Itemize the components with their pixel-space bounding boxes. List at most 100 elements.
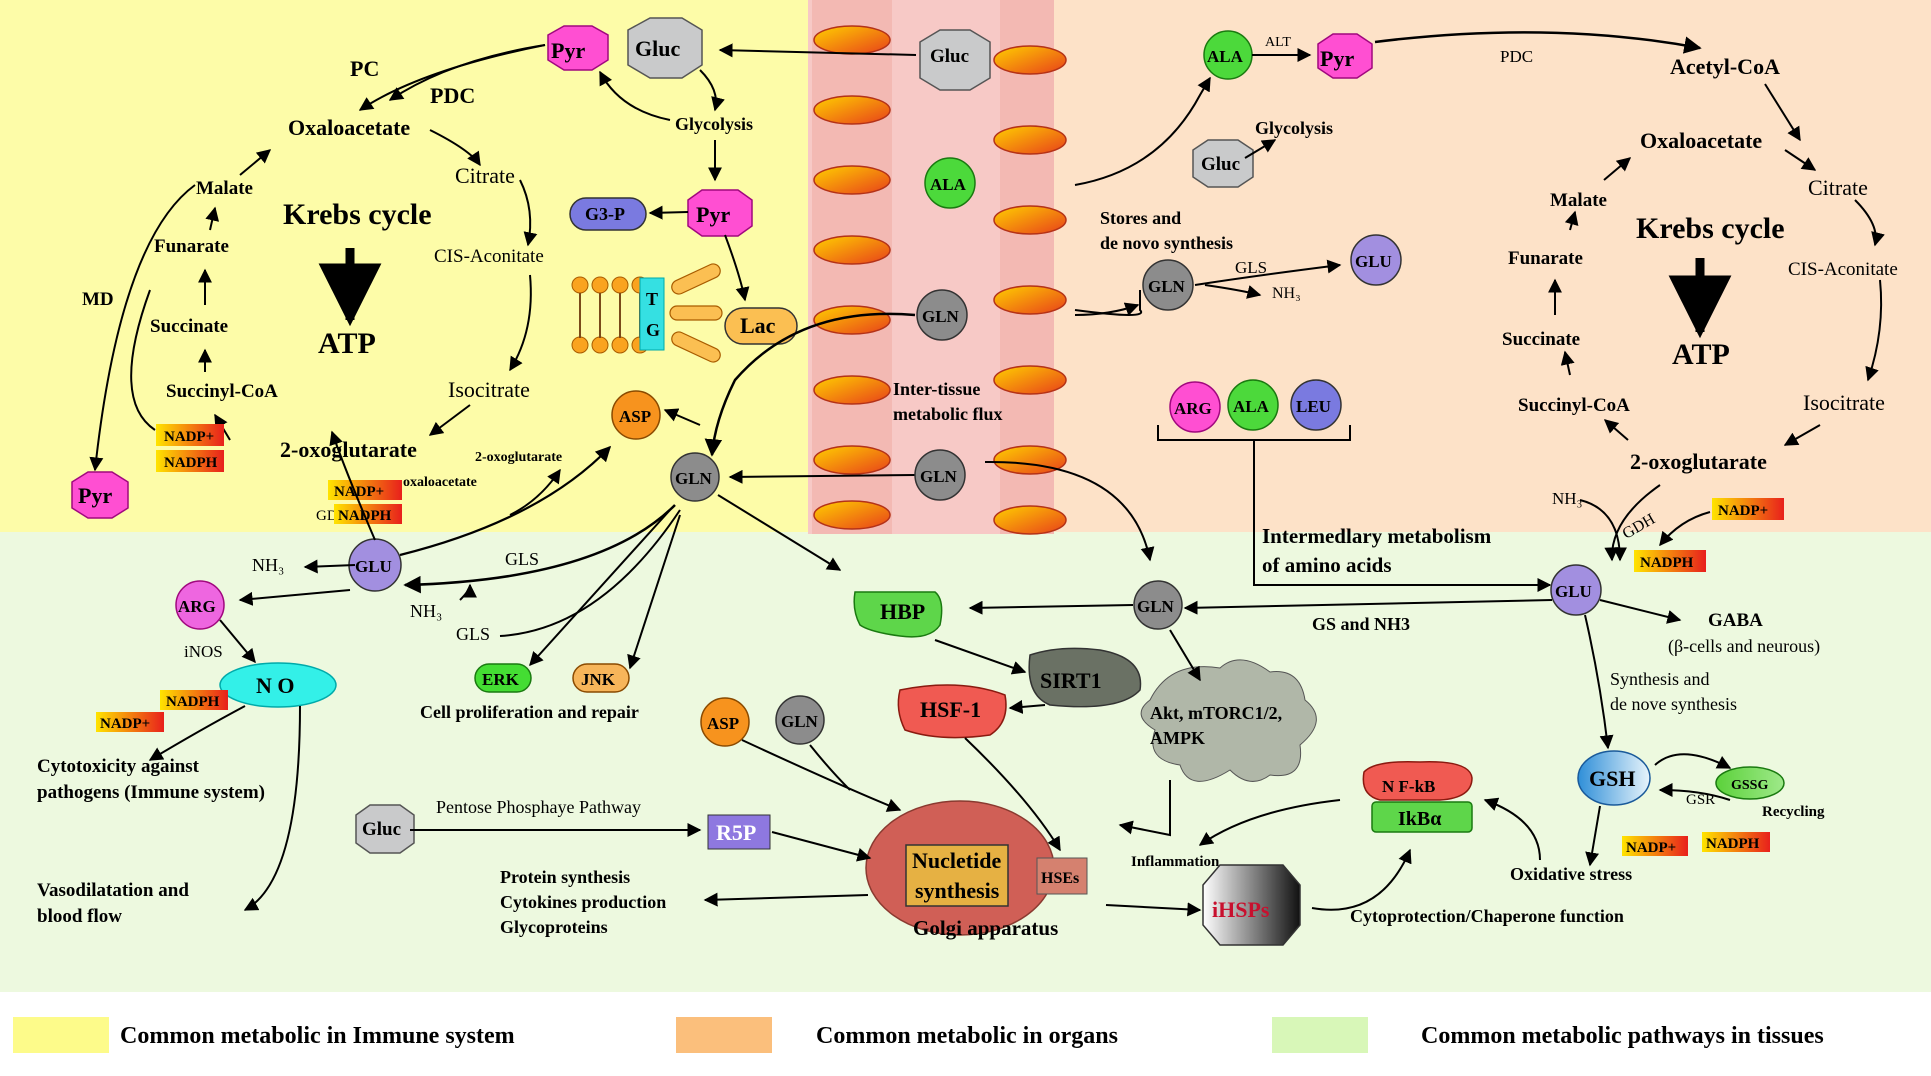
label-gs-nh3: GS and NH3 bbox=[1312, 614, 1410, 634]
label-cell-proliferation: Cell proliferation and repair bbox=[420, 702, 639, 722]
label-pc: PC bbox=[350, 56, 379, 81]
ihsps-node: iHSPs bbox=[1202, 864, 1301, 946]
svg-text:N O: N O bbox=[256, 673, 295, 698]
svg-text:ASP: ASP bbox=[619, 407, 651, 426]
label-alt: ALT bbox=[1265, 35, 1291, 50]
gln-node-left: GLN bbox=[670, 452, 720, 502]
akt-cloud: Akt, mTORC1/2, AMPK bbox=[1140, 659, 1317, 782]
label-gls-bottom: GLS bbox=[456, 624, 490, 644]
label-oxaloacetate: Oxaloacetate bbox=[288, 115, 410, 140]
svg-text:ALA: ALA bbox=[1207, 47, 1244, 66]
label-malate: Malate bbox=[196, 178, 253, 199]
ala-node-right-2: ALA bbox=[1227, 379, 1279, 431]
label-oxaloacetate-small: oxaloacetate bbox=[403, 475, 477, 490]
label-2-oxoglutarate-right: 2-oxoglutarate bbox=[1630, 449, 1767, 474]
svg-text:GLU: GLU bbox=[1555, 582, 1592, 601]
label-succinyl-coa: Succinyl-CoA bbox=[166, 381, 278, 402]
label-oxidative-stress: Oxidative stress bbox=[1510, 864, 1632, 884]
gln-node-tissue: GLN bbox=[1133, 580, 1183, 630]
svg-text:GLN: GLN bbox=[1137, 597, 1175, 616]
label-pathogens: pathogens (Immune system) bbox=[37, 782, 265, 803]
gluc-node-left: Gluc bbox=[627, 17, 703, 79]
immune-region bbox=[0, 0, 810, 537]
label-isocitrate: Isocitrate bbox=[448, 377, 530, 402]
label-glycoproteins: Glycoproteins bbox=[500, 917, 608, 937]
krebs-cycle-title-right: Krebs cycle bbox=[1636, 212, 1785, 245]
pyr-top-node: Pyr bbox=[547, 25, 609, 71]
label-succinate-right: Succinate bbox=[1502, 329, 1580, 350]
label-cis-aconitate: CIS-Aconitate bbox=[434, 246, 544, 267]
svg-text:Golgi apparatus: Golgi apparatus bbox=[913, 916, 1058, 940]
label-citrate: Citrate bbox=[455, 163, 515, 188]
label-2-oxoglutarate-small: 2-oxoglutarate bbox=[475, 450, 562, 465]
jnk-node: JNK bbox=[572, 663, 630, 693]
label-inter-tissue: Inter-tissue bbox=[893, 379, 980, 399]
label-funarate: Funarate bbox=[154, 236, 229, 257]
svg-text:R5P: R5P bbox=[716, 820, 756, 845]
svg-text:T: T bbox=[646, 289, 658, 309]
label-gaba-sub: (β-cells and neurous) bbox=[1668, 636, 1820, 657]
atp-right: ATP bbox=[1672, 338, 1730, 371]
gluc-node-vessel: Gluc bbox=[919, 29, 991, 91]
label-md: MD bbox=[82, 289, 114, 310]
r5p-node: R5P bbox=[707, 814, 771, 850]
pyr-bottom-node: Pyr bbox=[71, 471, 129, 519]
label-malate-right: Malate bbox=[1550, 190, 1607, 211]
vessel-wall-left bbox=[812, 0, 892, 534]
svg-text:NADPH: NADPH bbox=[1706, 836, 1760, 852]
label-acetyl-coa: Acetyl-CoA bbox=[1670, 54, 1780, 79]
svg-text:ERK: ERK bbox=[482, 670, 520, 689]
label-cytoprotection: Cytoprotection/Chaperone function bbox=[1350, 906, 1624, 926]
label-synthesis: Synthesis and bbox=[1610, 669, 1710, 689]
gluc-node-right: Gluc bbox=[1192, 139, 1254, 188]
svg-text:NADPH: NADPH bbox=[166, 694, 220, 710]
legend-organs: Common metabolic in organs bbox=[676, 1017, 1118, 1053]
svg-text:ASP: ASP bbox=[707, 714, 739, 733]
label-pdc: PDC bbox=[430, 83, 475, 108]
label-vasodilatation: Vasodilatation and bbox=[37, 880, 189, 901]
svg-text:GLN: GLN bbox=[781, 712, 819, 731]
svg-text:Gluc: Gluc bbox=[635, 36, 680, 61]
nadp-right: NADP+ NADPH bbox=[1634, 498, 1784, 572]
glu-node-right-top: GLU bbox=[1350, 234, 1402, 286]
gluc-node-tissue: Gluc bbox=[355, 804, 415, 854]
no-node: N O bbox=[219, 662, 337, 708]
svg-text:Lac: Lac bbox=[740, 313, 776, 338]
gssg-node: GSSG bbox=[1715, 766, 1785, 800]
label-blood-flow: blood flow bbox=[37, 906, 122, 927]
label-intermediary: Intermedlary metabolism bbox=[1262, 524, 1492, 548]
label-gaba: GABA bbox=[1708, 610, 1763, 631]
svg-text:NADPH: NADPH bbox=[164, 455, 218, 471]
label-nh3-right-cycle: NH₃ bbox=[1552, 489, 1583, 508]
svg-text:IkBα: IkBα bbox=[1398, 808, 1441, 830]
svg-text:NADP+: NADP+ bbox=[334, 484, 384, 500]
svg-text:iHSPs: iHSPs bbox=[1212, 897, 1270, 922]
svg-text:GLN: GLN bbox=[675, 469, 713, 488]
label-recycling: Recycling bbox=[1762, 804, 1825, 820]
svg-text:NADP+: NADP+ bbox=[100, 716, 150, 732]
svg-text:Common metabolic in organs: Common metabolic in organs bbox=[816, 1023, 1118, 1049]
pyr-node-right: Pyr bbox=[1317, 33, 1373, 79]
svg-text:HBP: HBP bbox=[880, 599, 925, 624]
svg-text:LEU: LEU bbox=[1296, 397, 1331, 416]
svg-text:NADPH: NADPH bbox=[1640, 555, 1694, 571]
legend-tissues: Common metabolic pathways in tissues bbox=[1272, 1017, 1824, 1053]
label-gls-right: GLS bbox=[1235, 258, 1267, 277]
svg-text:Gluc: Gluc bbox=[362, 819, 401, 840]
nadp-left-2: NADP+ NADPH bbox=[328, 480, 402, 524]
svg-text:HSF-1: HSF-1 bbox=[920, 697, 981, 722]
gln-node-right: GLN bbox=[1142, 259, 1194, 311]
svg-text:Pyr: Pyr bbox=[696, 202, 730, 227]
nadp-left: NADP+ NADPH bbox=[156, 424, 224, 472]
hsf1-node: HSF-1 bbox=[897, 684, 1007, 739]
label-succinate: Succinate bbox=[150, 316, 228, 337]
label-nh3-right: NH₃ bbox=[1272, 285, 1301, 302]
g3p-node: G3-P bbox=[569, 197, 647, 231]
label-funarate-right: Funarate bbox=[1508, 248, 1583, 269]
nadp-gsh: NADP+ NADPH bbox=[1622, 832, 1770, 856]
label-nh3-left-b: NH₃ bbox=[410, 601, 442, 621]
label-succinyl-coa-right: Succinyl-CoA bbox=[1518, 395, 1630, 416]
legend-bar bbox=[0, 992, 1931, 1076]
krebs-cycle-title-left: Krebs cycle bbox=[283, 198, 432, 231]
